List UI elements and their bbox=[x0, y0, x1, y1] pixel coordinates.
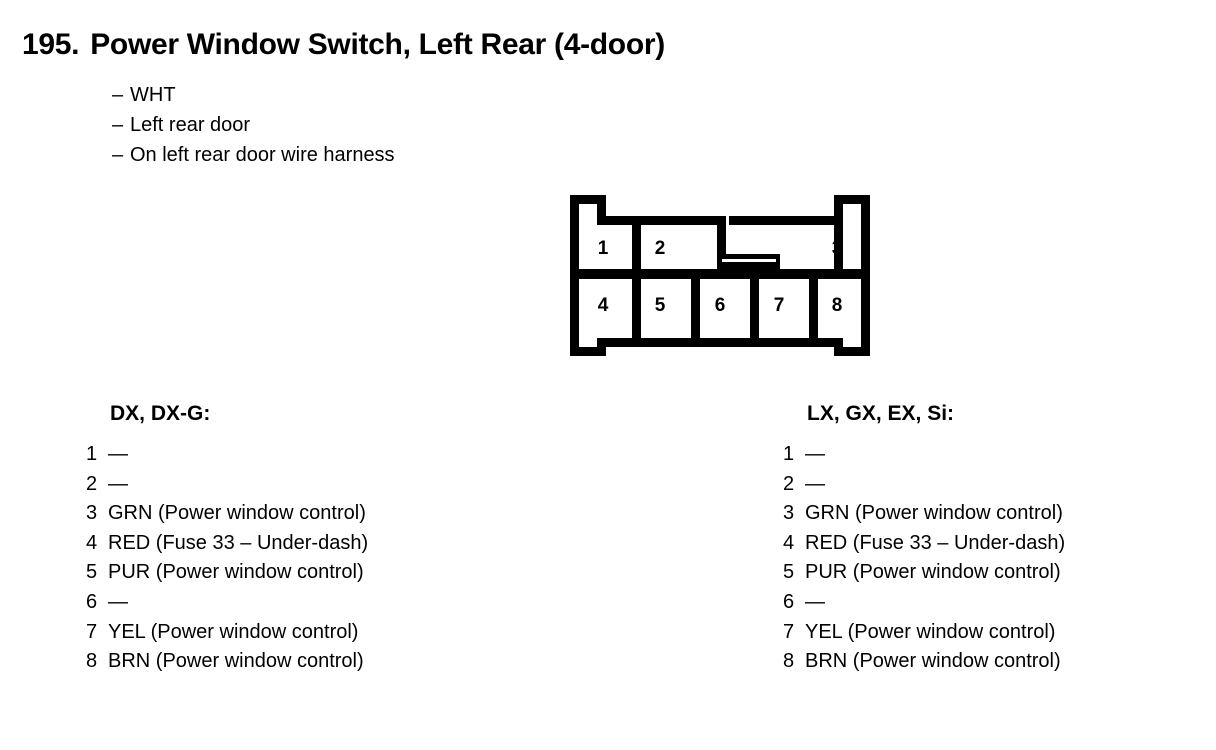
pin-number: 7 bbox=[783, 620, 795, 643]
connector-pin-1: 1 bbox=[597, 238, 609, 259]
pin-number: 6 bbox=[783, 590, 795, 613]
pin-number: 7 bbox=[86, 620, 98, 643]
pin-number: 6 bbox=[86, 590, 98, 613]
pin-number: 5 bbox=[86, 561, 98, 584]
pin-description: BRN (Power window control) bbox=[108, 650, 364, 673]
pin-number: 8 bbox=[86, 650, 98, 673]
pin-number: 3 bbox=[86, 502, 98, 525]
pin-description: YEL (Power window control) bbox=[805, 620, 1056, 643]
page-title: 195. Power Window Switch, Left Rear (4-d… bbox=[22, 28, 665, 62]
pin-row: 5 PUR (Power window control) bbox=[783, 558, 1065, 588]
pin-row: 8 BRN (Power window control) bbox=[86, 647, 368, 677]
housing-wall-top-right-stub bbox=[834, 195, 870, 204]
housing-notch-top-left bbox=[597, 195, 606, 222]
pin-row: 5 PUR (Power window control) bbox=[86, 558, 368, 588]
connector-pin-7: 7 bbox=[773, 295, 785, 316]
pin-description: BRN (Power window control) bbox=[805, 650, 1061, 673]
connector-pin-4: 4 bbox=[597, 295, 609, 316]
spec-item: – WHT bbox=[112, 80, 395, 110]
pin-number: 4 bbox=[86, 531, 98, 554]
pin-description: GRN (Power window control) bbox=[108, 502, 366, 525]
pin-description: GRN (Power window control) bbox=[805, 502, 1063, 525]
pin-row: 4 RED (Fuse 33 – Under-dash) bbox=[783, 529, 1065, 559]
pin-number: 1 bbox=[86, 443, 98, 465]
dash-marker: – bbox=[112, 144, 124, 166]
pin-number: 2 bbox=[86, 472, 98, 495]
pin-number: 5 bbox=[783, 561, 795, 584]
spec-item: – Left rear door bbox=[112, 110, 395, 140]
pin-number: 4 bbox=[783, 531, 795, 554]
pin-table-dx: DX, DX-G: 1 — 2 — 3 GRN (Power window co… bbox=[86, 402, 368, 677]
pin-number: 8 bbox=[783, 650, 795, 673]
pin-description: RED (Fuse 33 – Under-dash) bbox=[108, 531, 369, 554]
pin-row: 6 — bbox=[783, 588, 1065, 618]
cell-divider-top-2 bbox=[717, 216, 726, 276]
cell-divider-bottom-4 bbox=[809, 273, 818, 343]
connector-pin-6: 6 bbox=[714, 295, 726, 316]
dash-marker: – bbox=[112, 84, 124, 106]
pin-table-lx: LX, GX, EX, Si: 1 — 2 — 3 GRN (Power win… bbox=[783, 402, 1065, 677]
spec-label: On left rear door wire harness bbox=[130, 144, 395, 166]
housing-foot-right bbox=[834, 347, 870, 356]
housing-wall-top-right bbox=[729, 216, 843, 225]
pin-row: 2 — bbox=[783, 470, 1065, 500]
cell-divider-top-1 bbox=[632, 216, 641, 276]
cell-divider-bottom-2 bbox=[691, 273, 700, 343]
pin-number: 1 bbox=[783, 443, 795, 465]
cell-divider-bottom-3 bbox=[750, 273, 759, 343]
spec-item: – On left rear door wire harness bbox=[112, 140, 395, 170]
dash-marker: – bbox=[112, 114, 124, 136]
pin-description: RED (Fuse 33 – Under-dash) bbox=[805, 531, 1066, 554]
connector-pin-3: 3 bbox=[831, 238, 843, 259]
pin-row: 3 GRN (Power window control) bbox=[86, 499, 368, 529]
pin-description: — bbox=[805, 443, 825, 465]
title-number: 195. bbox=[22, 28, 80, 61]
connector-pin-8: 8 bbox=[831, 295, 843, 316]
latch-tab-icon bbox=[718, 254, 780, 270]
cell-divider-bottom-1 bbox=[632, 273, 641, 343]
pin-number: 3 bbox=[783, 502, 795, 525]
pin-description: — bbox=[108, 472, 128, 495]
pin-description: PUR (Power window control) bbox=[805, 561, 1061, 584]
pin-description: — bbox=[805, 590, 825, 613]
pin-row: 7 YEL (Power window control) bbox=[783, 618, 1065, 648]
pin-row: 6 — bbox=[86, 588, 368, 618]
pin-description: YEL (Power window control) bbox=[108, 620, 359, 643]
pin-row: 1 — bbox=[783, 440, 1065, 470]
connector-diagram: 1 2 3 4 5 6 7 8 bbox=[570, 195, 870, 356]
housing-foot-left bbox=[570, 347, 606, 356]
cell-divider-top-3 bbox=[834, 216, 843, 276]
spec-label: Left rear door bbox=[130, 114, 251, 136]
pin-row: 1 — bbox=[86, 440, 368, 470]
spec-list: – WHT – Left rear door – On left rear do… bbox=[112, 80, 395, 170]
pin-number: 2 bbox=[783, 472, 795, 495]
connector-pin-5: 5 bbox=[654, 295, 666, 316]
pin-description: PUR (Power window control) bbox=[108, 561, 364, 584]
pin-row: 3 GRN (Power window control) bbox=[783, 499, 1065, 529]
title-text: Power Window Switch, Left Rear (4-door) bbox=[90, 28, 665, 61]
pin-description: — bbox=[108, 443, 128, 465]
housing-notch-top-right bbox=[834, 195, 843, 222]
pin-description: — bbox=[805, 472, 825, 495]
latch-slot bbox=[722, 259, 776, 262]
pin-row: 4 RED (Fuse 33 – Under-dash) bbox=[86, 529, 368, 559]
pin-table-heading: DX, DX-G: bbox=[110, 402, 211, 425]
connector-pin-2: 2 bbox=[654, 238, 666, 259]
housing-wall-top-left-stub bbox=[570, 195, 606, 204]
housing-wall-bottom bbox=[597, 338, 843, 347]
spec-label: WHT bbox=[130, 84, 176, 106]
pin-table-heading: LX, GX, EX, Si: bbox=[807, 402, 955, 425]
pin-row: 7 YEL (Power window control) bbox=[86, 618, 368, 648]
pin-row: 2 — bbox=[86, 470, 368, 500]
pin-row: 8 BRN (Power window control) bbox=[783, 647, 1065, 677]
housing-wall-top-left bbox=[597, 216, 717, 225]
pin-description: — bbox=[108, 590, 128, 613]
